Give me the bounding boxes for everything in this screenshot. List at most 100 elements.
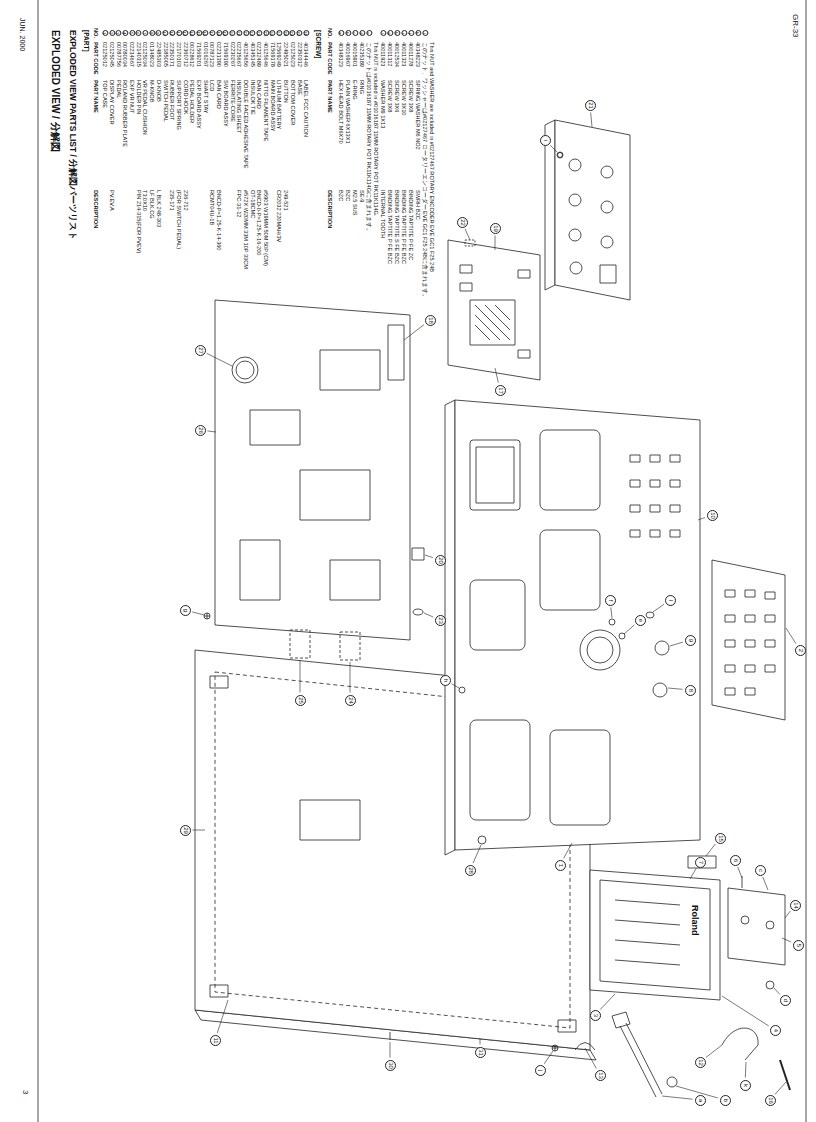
label-text: LABEL FCC CAUTION: [303, 80, 309, 137]
main-board-part: [204, 613, 210, 619]
label-text: 40011923: [380, 42, 386, 66]
leader-line: [465, 229, 470, 240]
callout-number: 25: [295, 695, 306, 706]
leader-line: [585, 1048, 596, 1068]
leader-line: [404, 325, 424, 340]
top-case: [445, 400, 700, 855]
callout-number: k: [740, 1080, 751, 1091]
callout-number: 6: [730, 855, 741, 866]
callout-number: 13: [595, 1070, 606, 1081]
top-case-part: [609, 619, 615, 625]
rubber-plate-part: [745, 640, 755, 647]
label-text: T3.0X10: [142, 190, 148, 211]
callout-number: 20: [435, 555, 446, 566]
rubber-plate-part: [745, 665, 755, 672]
label-text: 22485303: [155, 42, 161, 67]
rubber-plate-part: [725, 615, 735, 622]
label-text: JUN. 2000: [18, 18, 26, 51]
callout-number: 2: [795, 645, 806, 656]
callout-number: e: [366, 30, 372, 36]
callout-number: 7: [142, 30, 148, 36]
callout-number: 29: [289, 30, 295, 36]
callout-number: 24: [345, 695, 356, 706]
sw-board-part: [465, 240, 475, 246]
leader-line: [738, 867, 742, 878]
label-text: 40348223: [415, 42, 421, 67]
leader-line: [670, 642, 683, 646]
leader-line: [775, 1082, 786, 1094]
label-text: 40125656: [242, 42, 248, 67]
leader-line: [624, 625, 634, 634]
label-text: CORD HOOK: [182, 80, 188, 115]
callout-number: 22: [457, 217, 468, 228]
top-case-part: [650, 455, 660, 462]
hardware-part: [722, 1028, 758, 1060]
leader-line: [600, 994, 615, 1010]
leader-line: [706, 1045, 722, 1057]
callout-number: 31: [475, 1047, 486, 1058]
label-text: M2.5 SUS: [352, 190, 358, 216]
top-case-part: [650, 480, 660, 487]
bottom-cover-part: [210, 676, 228, 688]
callout-number: 24: [256, 30, 262, 36]
expression-pedal-part: [600, 880, 710, 990]
label-text: 22360712: [182, 42, 188, 67]
label-text: 40011323: [401, 42, 407, 66]
callout-number: 28: [465, 865, 476, 876]
label-text: PEDAL HOLDER: [189, 80, 195, 123]
exploded-drawing: [38, 0, 806, 1122]
leader-line: [653, 604, 664, 612]
main-board-part: [413, 609, 423, 615]
hardware-part: [620, 1026, 656, 1097]
callout-number: a: [338, 30, 344, 36]
label-text: SUPPORT SPRING: [175, 80, 181, 130]
callout-number: b: [345, 30, 351, 36]
label-text: FPC-31-12: [236, 190, 242, 217]
label-text: 00787756: [115, 42, 121, 67]
label-text: 40345145: [249, 42, 255, 67]
pedal-holder-part: [728, 888, 785, 965]
callout-number: 17: [495, 385, 506, 396]
jack-panel-part: [555, 120, 630, 300]
label-text: L BLK 248-303: [155, 190, 161, 227]
label-text: 02125034: [142, 42, 148, 67]
rubber-plate-part: [725, 688, 735, 695]
callout-number: e: [635, 615, 646, 626]
callout-number: 11: [169, 30, 175, 36]
top-case-part: [478, 836, 486, 844]
main-board-part: [388, 325, 404, 380]
label-text: SWITCH PEDAL: [162, 80, 168, 122]
bottom-cover-part: [558, 1020, 576, 1032]
label-text: 40235189: [359, 42, 365, 67]
jack-panel-part: [601, 166, 613, 178]
label-text: 22140315: [135, 42, 141, 67]
leader-line: [473, 845, 481, 863]
page-rule-part: [38, 0, 39, 1122]
label-text: BZC: [338, 190, 344, 201]
label-text: 40015901: [352, 42, 358, 67]
callout-number: 27: [195, 345, 206, 356]
callout-number: 5: [793, 940, 804, 951]
label-text: WASHER M9 1X13: [380, 80, 386, 128]
label-text: 12569249: [276, 42, 282, 67]
leader-line: [207, 431, 216, 432]
rubber-plate-part: [745, 615, 755, 622]
page-rule-part: [806, 0, 807, 1122]
callout-number: 23: [435, 615, 446, 626]
expression-pedal-part: [615, 900, 680, 965]
label-text: 71569178: [269, 42, 275, 67]
label-text: LITHIUM BATTERY: [276, 80, 282, 129]
leader-line: [564, 843, 572, 858]
rubber-plate-part: [712, 560, 785, 720]
label-text: CR2032 220MAH/3V: [276, 190, 282, 242]
callout-number: 26: [269, 30, 275, 36]
callout-number: i: [540, 135, 551, 146]
callout-number: b: [720, 1095, 731, 1106]
callout-number: 7: [695, 857, 706, 868]
hardware-part: [552, 1045, 558, 1051]
label-text: This NUT and WASHER are included in #021…: [429, 42, 435, 272]
label-text: TOP CASE: [102, 80, 108, 108]
label-text: 40344446: [303, 42, 309, 67]
callout-number: f: [605, 595, 616, 606]
